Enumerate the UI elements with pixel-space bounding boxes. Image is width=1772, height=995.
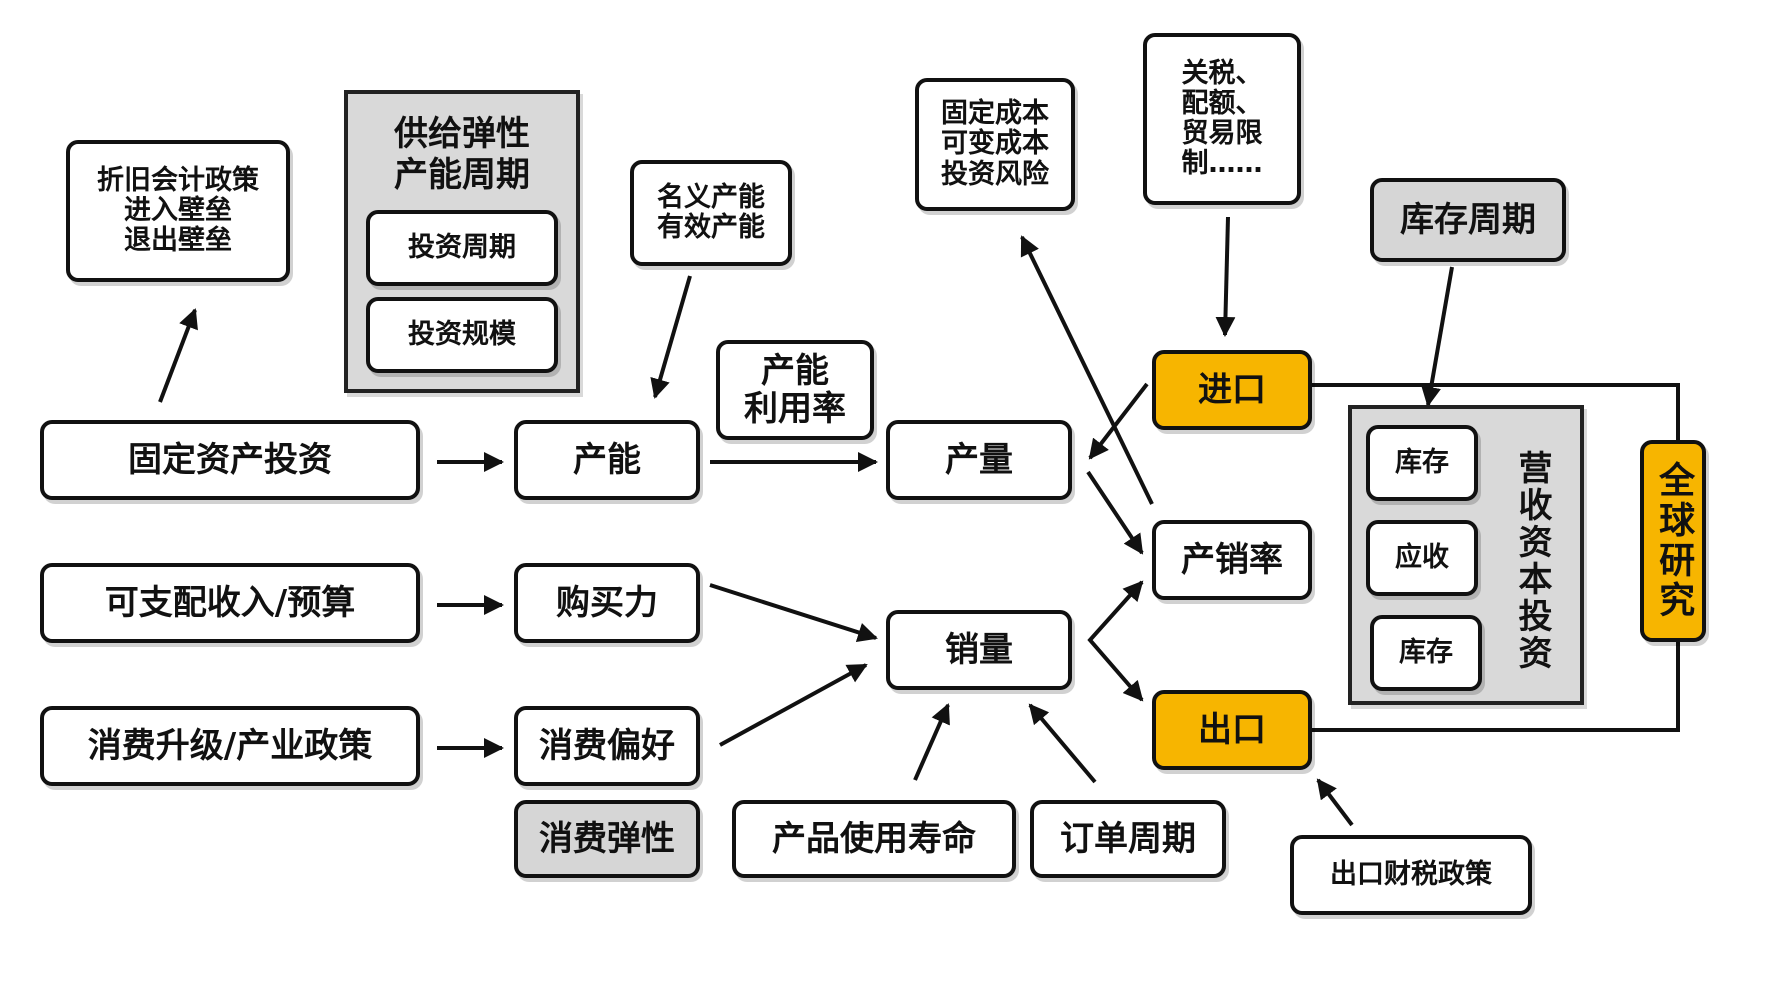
node-nominal-effective-capacity: 名义产能 有效产能 — [630, 160, 792, 266]
node-output: 产量 — [886, 420, 1072, 500]
node-imports: 进口 — [1152, 350, 1312, 430]
node-investment-scale: 投资规模 — [366, 297, 558, 373]
arrow-inventory-cycle-to-panel — [1421, 266, 1454, 407]
arrow-import-to-output — [1088, 382, 1149, 460]
node-production-sales-ratio: 产销率 — [1152, 520, 1312, 600]
arrow-life-to-sales — [913, 703, 950, 781]
line-import-to-global — [1312, 383, 1680, 440]
node-exports: 出口 — [1152, 690, 1312, 770]
node-global-research: 全球研究 — [1640, 440, 1706, 642]
arrow-sales-to-ratio-and-export — [1087, 580, 1144, 702]
node-capacity: 产能 — [514, 420, 700, 500]
arrow-power-to-sales — [709, 583, 878, 643]
arrow-tariffs-to-import — [1215, 216, 1236, 337]
node-product-lifespan: 产品使用寿命 — [732, 800, 1016, 878]
arrow-tax-to-export — [1316, 778, 1354, 827]
node-investment-cycle: 投资周期 — [366, 210, 558, 286]
node-inventory-bottom: 库存 — [1370, 615, 1482, 691]
node-order-cycle: 订单周期 — [1030, 800, 1226, 878]
node-consumption-elasticity: 消费弹性 — [514, 800, 700, 878]
node-trade-restrictions: 关税、 配额、 贸易限 制…… — [1143, 33, 1301, 205]
supply-elasticity-title: 供给弹性 产能周期 — [394, 114, 530, 195]
working-capital-label: 营收资本投资 — [1512, 450, 1552, 672]
arrow-investment-to-barriers — [158, 308, 198, 403]
node-inventory-top: 库存 — [1366, 425, 1478, 501]
node-fixed-asset-investment: 固定资产投资 — [40, 420, 420, 500]
arrow-ratio-to-costs — [1020, 235, 1154, 505]
node-sales-volume: 销量 — [886, 610, 1072, 690]
node-consumption-upgrade: 消费升级/产业政策 — [40, 706, 420, 786]
arrow-output-to-ratio — [1086, 470, 1144, 555]
node-capacity-utilization: 产能 利用率 — [716, 340, 874, 440]
node-consumption-preference: 消费偏好 — [514, 706, 700, 786]
line-export-to-global — [1312, 642, 1680, 732]
node-disposable-income: 可支配收入/预算 — [40, 563, 420, 643]
arrow-order-to-sales — [1028, 703, 1097, 784]
node-depreciation-barriers: 折旧会计政策 进入壁垒 退出壁垒 — [66, 140, 290, 282]
node-costs-risk: 固定成本 可变成本 投资风险 — [915, 78, 1075, 211]
arrow-preference-to-sales — [719, 663, 868, 747]
node-purchasing-power: 购买力 — [514, 563, 700, 643]
node-export-tax-policy: 出口财税政策 — [1290, 835, 1532, 915]
node-receivables: 应收 — [1366, 520, 1478, 596]
node-inventory-cycle: 库存周期 — [1370, 178, 1566, 262]
arrow-nominal-to-capacity — [650, 275, 692, 399]
